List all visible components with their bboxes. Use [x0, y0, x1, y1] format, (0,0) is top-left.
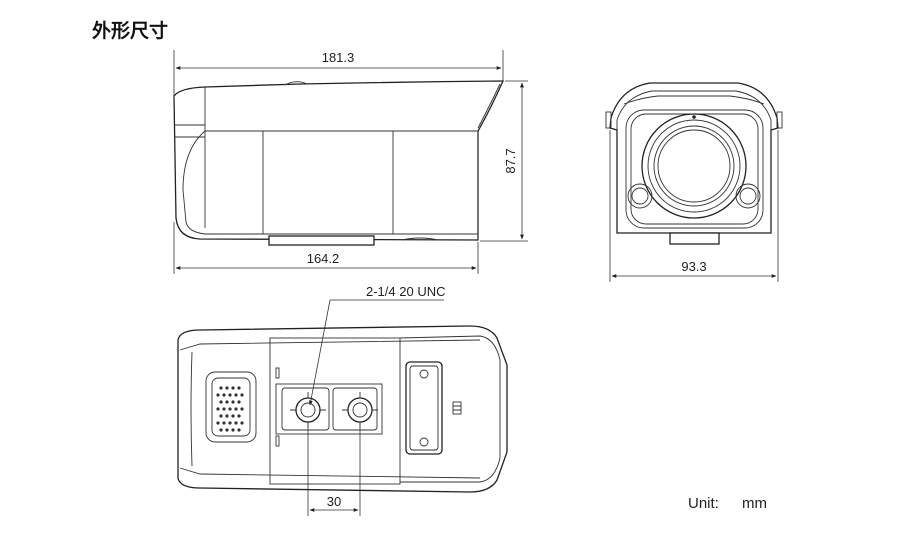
page-title: 外形尺寸: [92, 20, 169, 42]
unit-value: mm: [742, 495, 767, 512]
mount-spacing-dimension: 30: [307, 422, 361, 516]
side-body-label: 164.2: [307, 251, 340, 266]
front-view: [605, 82, 783, 245]
side-length-dimension: 181.3: [173, 50, 504, 100]
speaker-grill-dots: [216, 386, 244, 432]
bottom-view: [177, 325, 508, 493]
side-length-label: 181.3: [322, 50, 355, 65]
unit-label: Unit:: [688, 495, 719, 512]
mount-spacing-label: 30: [327, 494, 341, 509]
front-width-dimension: 93.3: [609, 130, 779, 282]
front-width-label: 93.3: [681, 259, 706, 274]
side-height-label: 87.7: [503, 148, 518, 173]
mount-thread-callout: 2-1/4 20 UNC: [308, 284, 445, 406]
side-body-dimension: 164.2: [173, 222, 479, 274]
mount-thread-label: 2-1/4 20 UNC: [366, 284, 445, 299]
side-view: [173, 80, 505, 246]
side-height-dimension: 87.7: [480, 80, 528, 242]
unit-note: Unit: mm: [688, 495, 767, 512]
